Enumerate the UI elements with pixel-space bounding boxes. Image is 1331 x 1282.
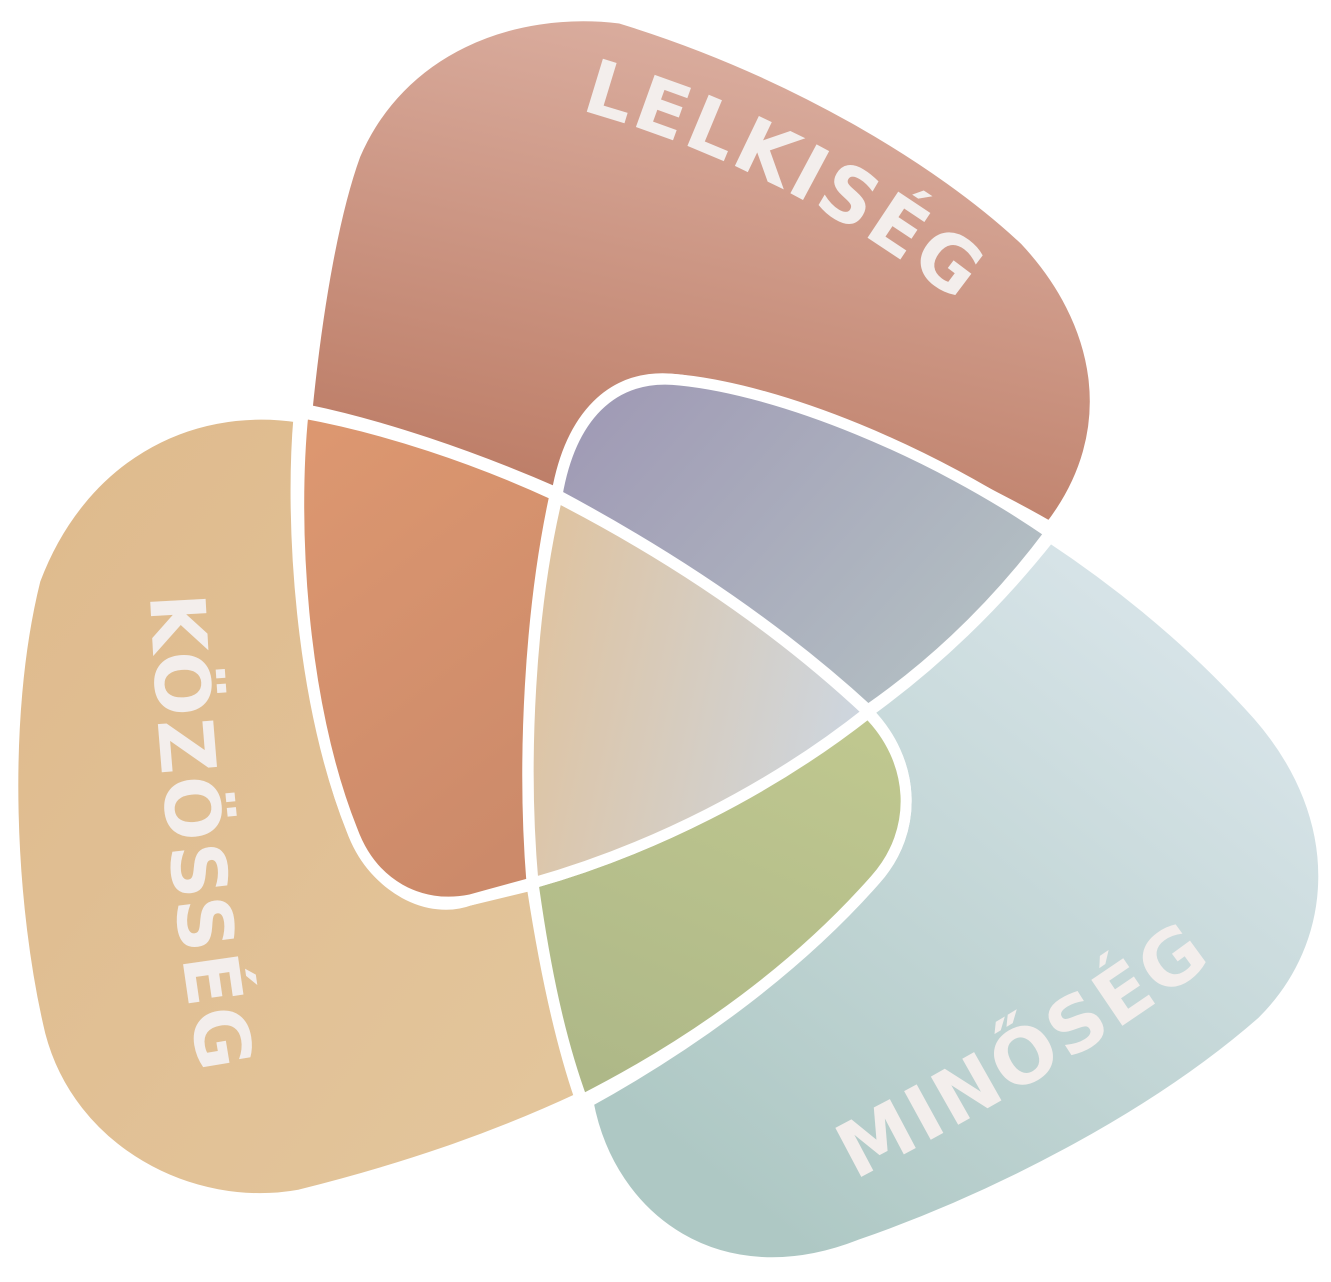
intersection-all-three xyxy=(522,491,874,889)
